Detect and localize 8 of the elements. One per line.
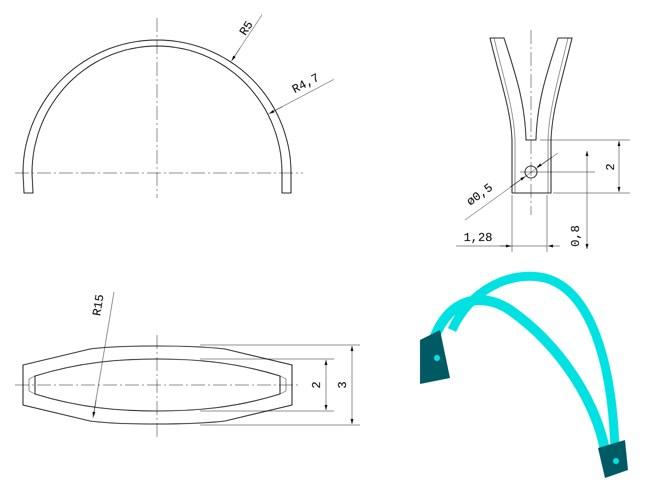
dimension-text: R4,7	[292, 73, 317, 93]
dimension-text: R15	[92, 294, 104, 316]
dimension-text: 1,28	[464, 232, 492, 244]
dimension-text: 0,8	[570, 226, 582, 246]
dimension-text: 2	[606, 164, 614, 170]
dimension-text: 3	[338, 382, 346, 388]
dimension-text: 2	[312, 382, 320, 388]
dimension-text: R5	[239, 20, 252, 36]
